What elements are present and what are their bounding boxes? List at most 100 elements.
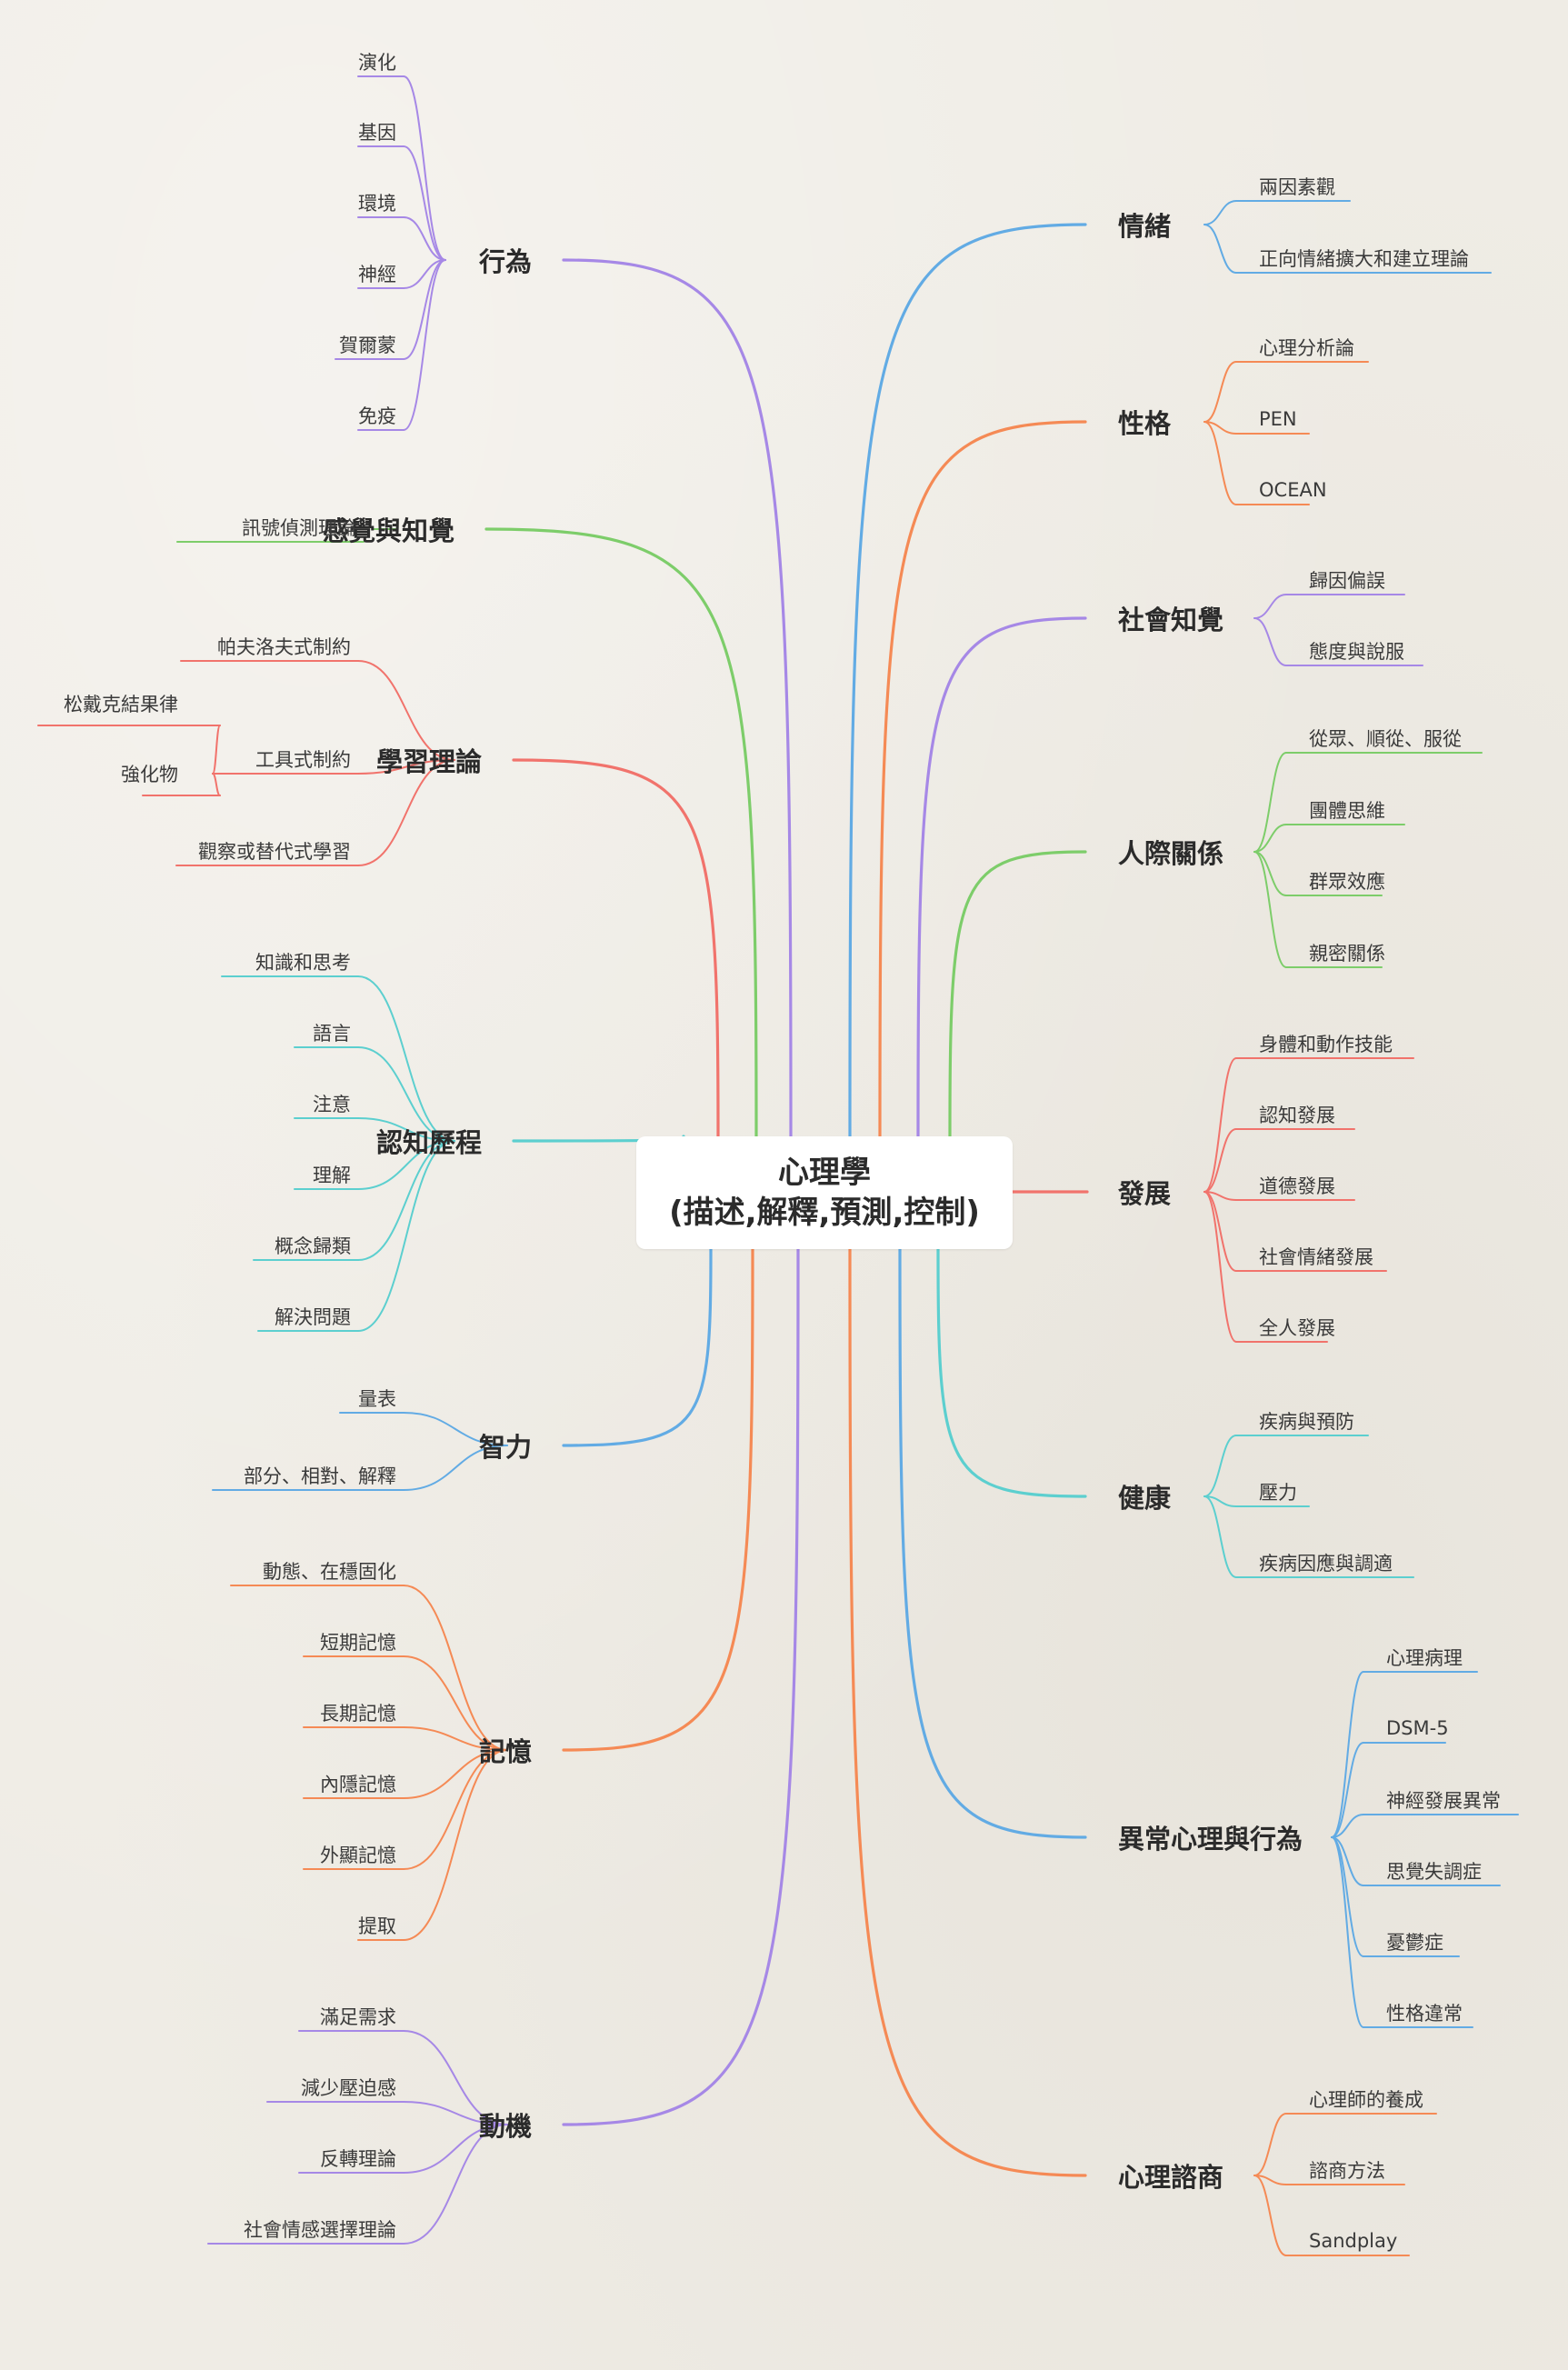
leaf-learning-sub[interactable]: 強化物	[121, 764, 178, 785]
topic-personality[interactable]: 性格	[1118, 408, 1172, 439]
branch-learning-2	[357, 759, 455, 866]
branch-memory-3	[403, 1749, 508, 1799]
leaf-relationships[interactable]: 從眾、順從、服從	[1309, 728, 1462, 750]
leaf-cognition[interactable]: 概念歸類	[275, 1235, 351, 1257]
branch-motivation-3	[403, 2124, 508, 2245]
topic-health[interactable]: 健康	[1118, 1483, 1172, 1514]
leaf-relationships[interactable]: 團體思維	[1309, 800, 1385, 822]
leaf-cognition[interactable]: 語言	[313, 1023, 351, 1045]
topic-counseling[interactable]: 心理諮商	[1118, 2162, 1224, 2193]
leaf-health[interactable]: 壓力	[1259, 1482, 1297, 1504]
branch-development-0	[1203, 1057, 1237, 1193]
leaf-behavior[interactable]: 環境	[358, 193, 396, 215]
main-branch-sensation	[484, 527, 758, 1138]
topic-motivation[interactable]: 動機	[478, 2111, 532, 2142]
branch-emotion-0	[1203, 200, 1237, 225]
topic-cognition[interactable]: 認知歷程	[375, 1127, 482, 1158]
leaf-motivation[interactable]: 滿足需求	[320, 2006, 396, 2028]
leaf-intelligence[interactable]: 部分、相對、解釋	[244, 1465, 396, 1487]
main-branch-counseling	[848, 1247, 1087, 2177]
leaf-health[interactable]: 疾病因應與調適	[1259, 1553, 1393, 1575]
branch-cognition-5	[357, 1140, 455, 1332]
leaf-abnormal[interactable]: 心理病理	[1386, 1647, 1463, 1669]
branch-memory-0	[403, 1585, 508, 1751]
leaf-social-perception[interactable]: 態度與說服	[1309, 641, 1404, 663]
branch-abnormal-3	[1331, 1836, 1364, 1886]
leaf-development[interactable]: 全人發展	[1259, 1317, 1335, 1339]
leaf-behavior[interactable]: 賀爾蒙	[339, 335, 396, 356]
leaf-abnormal[interactable]: 性格違常	[1386, 2003, 1463, 2025]
branch-behavior-2	[403, 216, 446, 261]
leaf-memory[interactable]: 外顯記憶	[320, 1845, 396, 1866]
leaf-health[interactable]: 疾病與預防	[1259, 1411, 1354, 1433]
leaf-cognition[interactable]: 知識和思考	[255, 952, 351, 974]
topic-development[interactable]: 發展	[1118, 1178, 1172, 1209]
leaf-abnormal[interactable]: DSM-5	[1386, 1717, 1449, 1739]
leaf-memory[interactable]: 長期記憶	[320, 1703, 396, 1725]
topic-intelligence[interactable]: 智力	[478, 1432, 532, 1463]
leaf-abnormal[interactable]: 思覺失調症	[1386, 1861, 1482, 1883]
topic-abnormal[interactable]: 異常心理與行為	[1118, 1824, 1303, 1855]
leaf-motivation[interactable]: 反轉理論	[320, 2148, 396, 2170]
leaf-learning[interactable]: 觀察或替代式學習	[198, 841, 351, 863]
central-topic[interactable]: 心理學 (描述,解釋,預測,控制)	[636, 1136, 1013, 1249]
leaf-cognition[interactable]: 注意	[313, 1094, 351, 1115]
leaf-behavior[interactable]: 基因	[358, 122, 396, 144]
branch-emotion-1	[1203, 224, 1237, 274]
topic-behavior[interactable]: 行為	[478, 246, 532, 277]
branch-counseling-2	[1253, 2175, 1287, 2256]
main-branch-learning	[512, 758, 720, 1138]
leaf-intelligence[interactable]: 量表	[358, 1388, 396, 1410]
leaf-sensation[interactable]: 訊號偵測理論	[242, 517, 356, 539]
leaf-memory[interactable]: 內隱記憶	[320, 1774, 396, 1795]
leaf-behavior[interactable]: 神經	[358, 264, 396, 285]
leaf-personality[interactable]: PEN	[1259, 408, 1297, 430]
leaf-motivation[interactable]: 減少壓迫感	[301, 2077, 396, 2099]
leaf-relationships[interactable]: 親密關係	[1309, 943, 1385, 965]
leaf-memory[interactable]: 提取	[358, 1915, 396, 1937]
topic-social-perception[interactable]: 社會知覺	[1118, 605, 1224, 635]
leaf-counseling[interactable]: 諮商方法	[1309, 2160, 1385, 2182]
topic-learning[interactable]: 學習理論	[375, 746, 482, 777]
leaf-learning-sub[interactable]: 松戴克結果律	[64, 694, 178, 715]
leaf-development[interactable]: 社會情緒發展	[1259, 1246, 1373, 1268]
branch-abnormal-5	[1331, 1836, 1364, 2028]
leaf-personality[interactable]: OCEAN	[1259, 479, 1327, 501]
leaf-cognition[interactable]: 解決問題	[275, 1306, 351, 1328]
leaf-relationships[interactable]: 群眾效應	[1309, 871, 1385, 893]
topic-sensation[interactable]: 感覺與知覺	[322, 515, 454, 546]
branch-development-3	[1203, 1191, 1237, 1272]
leaf-development[interactable]: 認知發展	[1259, 1105, 1335, 1126]
topic-memory[interactable]: 記憶	[478, 1736, 532, 1767]
leaf-behavior[interactable]: 演化	[358, 52, 396, 74]
branch-social-perception-1	[1253, 617, 1287, 666]
leaf-development[interactable]: 身體和動作技能	[1259, 1034, 1393, 1055]
leaf-learning[interactable]: 工具式制約	[255, 749, 351, 771]
leaf-emotion[interactable]: 正向情緒擴大和建立理論	[1259, 248, 1469, 270]
leaf-abnormal[interactable]: 憂鬱症	[1386, 1932, 1443, 1954]
main-branch-motivation	[562, 1247, 800, 2126]
leaf-abnormal[interactable]: 神經發展異常	[1386, 1790, 1501, 1812]
leaf-cognition[interactable]: 理解	[313, 1165, 351, 1186]
leaf-memory[interactable]: 動態、在穩固化	[263, 1561, 396, 1583]
leaf-personality[interactable]: 心理分析論	[1259, 337, 1354, 359]
leaf-development[interactable]: 道德發展	[1259, 1175, 1335, 1197]
branch-motivation-1	[403, 2101, 508, 2125]
leaf-social-perception[interactable]: 歸因偏誤	[1309, 570, 1385, 592]
branch-relationships-0	[1253, 752, 1287, 853]
branch-memory-1	[403, 1655, 508, 1751]
branch-behavior-4	[403, 259, 446, 360]
leaf-learning[interactable]: 帕夫洛夫式制約	[217, 636, 351, 658]
topic-relationships[interactable]: 人際關係	[1118, 838, 1224, 869]
branch-development-1	[1203, 1128, 1237, 1193]
leaf-motivation[interactable]: 社會情感選擇理論	[244, 2219, 396, 2241]
leaf-counseling[interactable]: Sandplay	[1309, 2230, 1398, 2252]
leaf-emotion[interactable]: 兩因素觀	[1259, 176, 1335, 198]
main-branch-intelligence	[562, 1247, 713, 1447]
leaf-counseling[interactable]: 心理師的養成	[1309, 2089, 1423, 2111]
branch-relationships-3	[1253, 851, 1287, 968]
leaf-behavior[interactable]: 免疫	[358, 405, 396, 427]
topic-emotion[interactable]: 情緒	[1118, 211, 1172, 242]
leaf-memory[interactable]: 短期記憶	[320, 1632, 396, 1654]
